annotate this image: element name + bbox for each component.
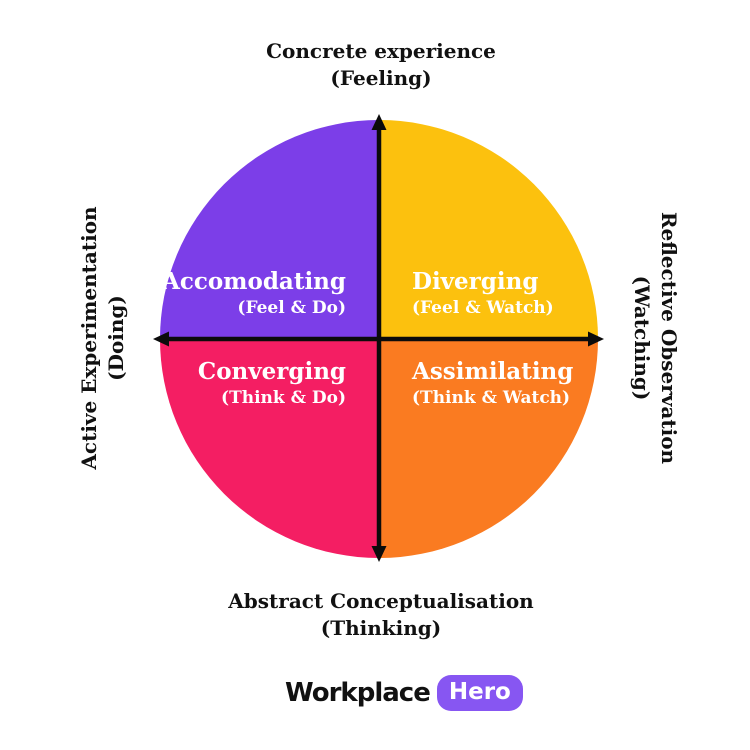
quadrant-label-converging: Converging (Think & Do) bbox=[198, 358, 346, 410]
axis-title-line: Abstract Conceptualisation bbox=[228, 589, 534, 613]
quadrant-subtitle: (Think & Do) bbox=[221, 388, 346, 408]
learning-styles-circle bbox=[160, 120, 598, 558]
quadrant-label-diverging: Diverging (Feel & Watch) bbox=[412, 268, 554, 320]
axis-title-line: (Feeling) bbox=[330, 66, 432, 90]
axis-title-line: Concrete experience bbox=[266, 39, 496, 63]
quadrant-label-assimilating: Assimilating (Think & Watch) bbox=[412, 358, 573, 410]
axis-title-line: Reflective Observation bbox=[657, 211, 681, 465]
axis-title-line: (Doing) bbox=[104, 295, 128, 381]
quadrant-name: Converging bbox=[197, 358, 346, 385]
axis-title-concrete-experience: Concrete experience (Feeling) bbox=[266, 38, 496, 92]
axis-title-line: (Watching) bbox=[630, 275, 654, 401]
quadrant-subtitle: (Feel & Do) bbox=[237, 298, 346, 318]
workplace-hero-logo: Workplace Hero bbox=[285, 672, 523, 714]
quadrant-subtitle: (Feel & Watch) bbox=[412, 298, 554, 318]
quadrant-name: Accomodating bbox=[161, 268, 346, 295]
logo-wordmark: Workplace bbox=[285, 678, 431, 708]
axis-title-abstract-conceptualisation: Abstract Conceptualisation (Thinking) bbox=[228, 588, 533, 642]
quadrant-name: Diverging bbox=[412, 268, 539, 295]
axis-title-reflective-observation: Reflective Observation (Watching) bbox=[628, 212, 682, 464]
axis-title-line: Active Experimentation bbox=[77, 206, 101, 470]
axis-title-line: (Thinking) bbox=[320, 616, 442, 640]
axis-title-active-experimentation: Active Experimentation (Doing) bbox=[76, 206, 130, 469]
quadrant-subtitle: (Think & Watch) bbox=[412, 388, 571, 408]
quadrant-name: Assimilating bbox=[412, 358, 574, 385]
quadrant-label-accommodating: Accomodating (Feel & Do) bbox=[162, 268, 346, 320]
logo-hero-badge: Hero bbox=[436, 675, 523, 711]
